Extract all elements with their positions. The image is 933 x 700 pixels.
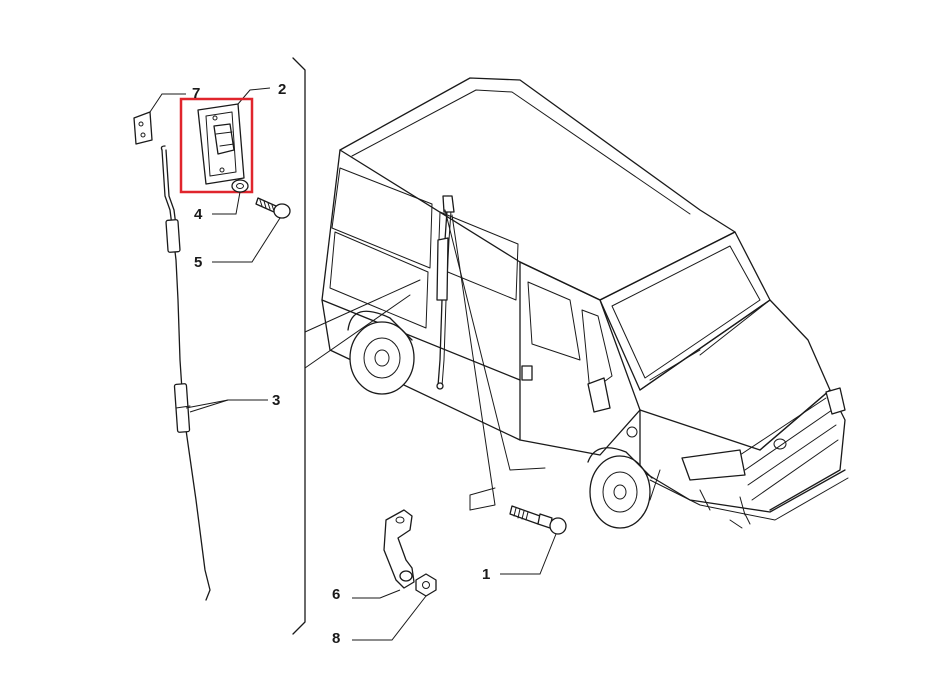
part-2-latch [197, 87, 271, 185]
callout-2: 2 [278, 81, 286, 98]
callout-8: 8 [332, 630, 340, 647]
van-bracket-mark [469, 487, 496, 511]
van-cable-leader [444, 209, 546, 471]
part-4-washer [212, 179, 249, 215]
part-1-bolt [500, 505, 567, 575]
van-illustration [321, 77, 849, 529]
callout-3: 3 [272, 392, 280, 409]
part-7-plate [133, 93, 186, 145]
callout-4: 4 [194, 206, 203, 223]
callout-1: 1 [482, 566, 490, 583]
divider-leader-lower [304, 294, 411, 369]
divider-leader-upper [304, 279, 421, 333]
section-bracket [292, 57, 306, 635]
part-2-highlight-box [179, 97, 254, 194]
callout-6: 6 [332, 586, 340, 603]
part-6-bracket [352, 509, 415, 599]
callout-7: 7 [192, 85, 200, 102]
callout-5: 5 [194, 254, 202, 271]
part-8-nut [352, 573, 437, 641]
part-3-rod [160, 145, 268, 601]
van-cable-leader-2 [451, 214, 496, 511]
part-5-screw [212, 197, 291, 263]
